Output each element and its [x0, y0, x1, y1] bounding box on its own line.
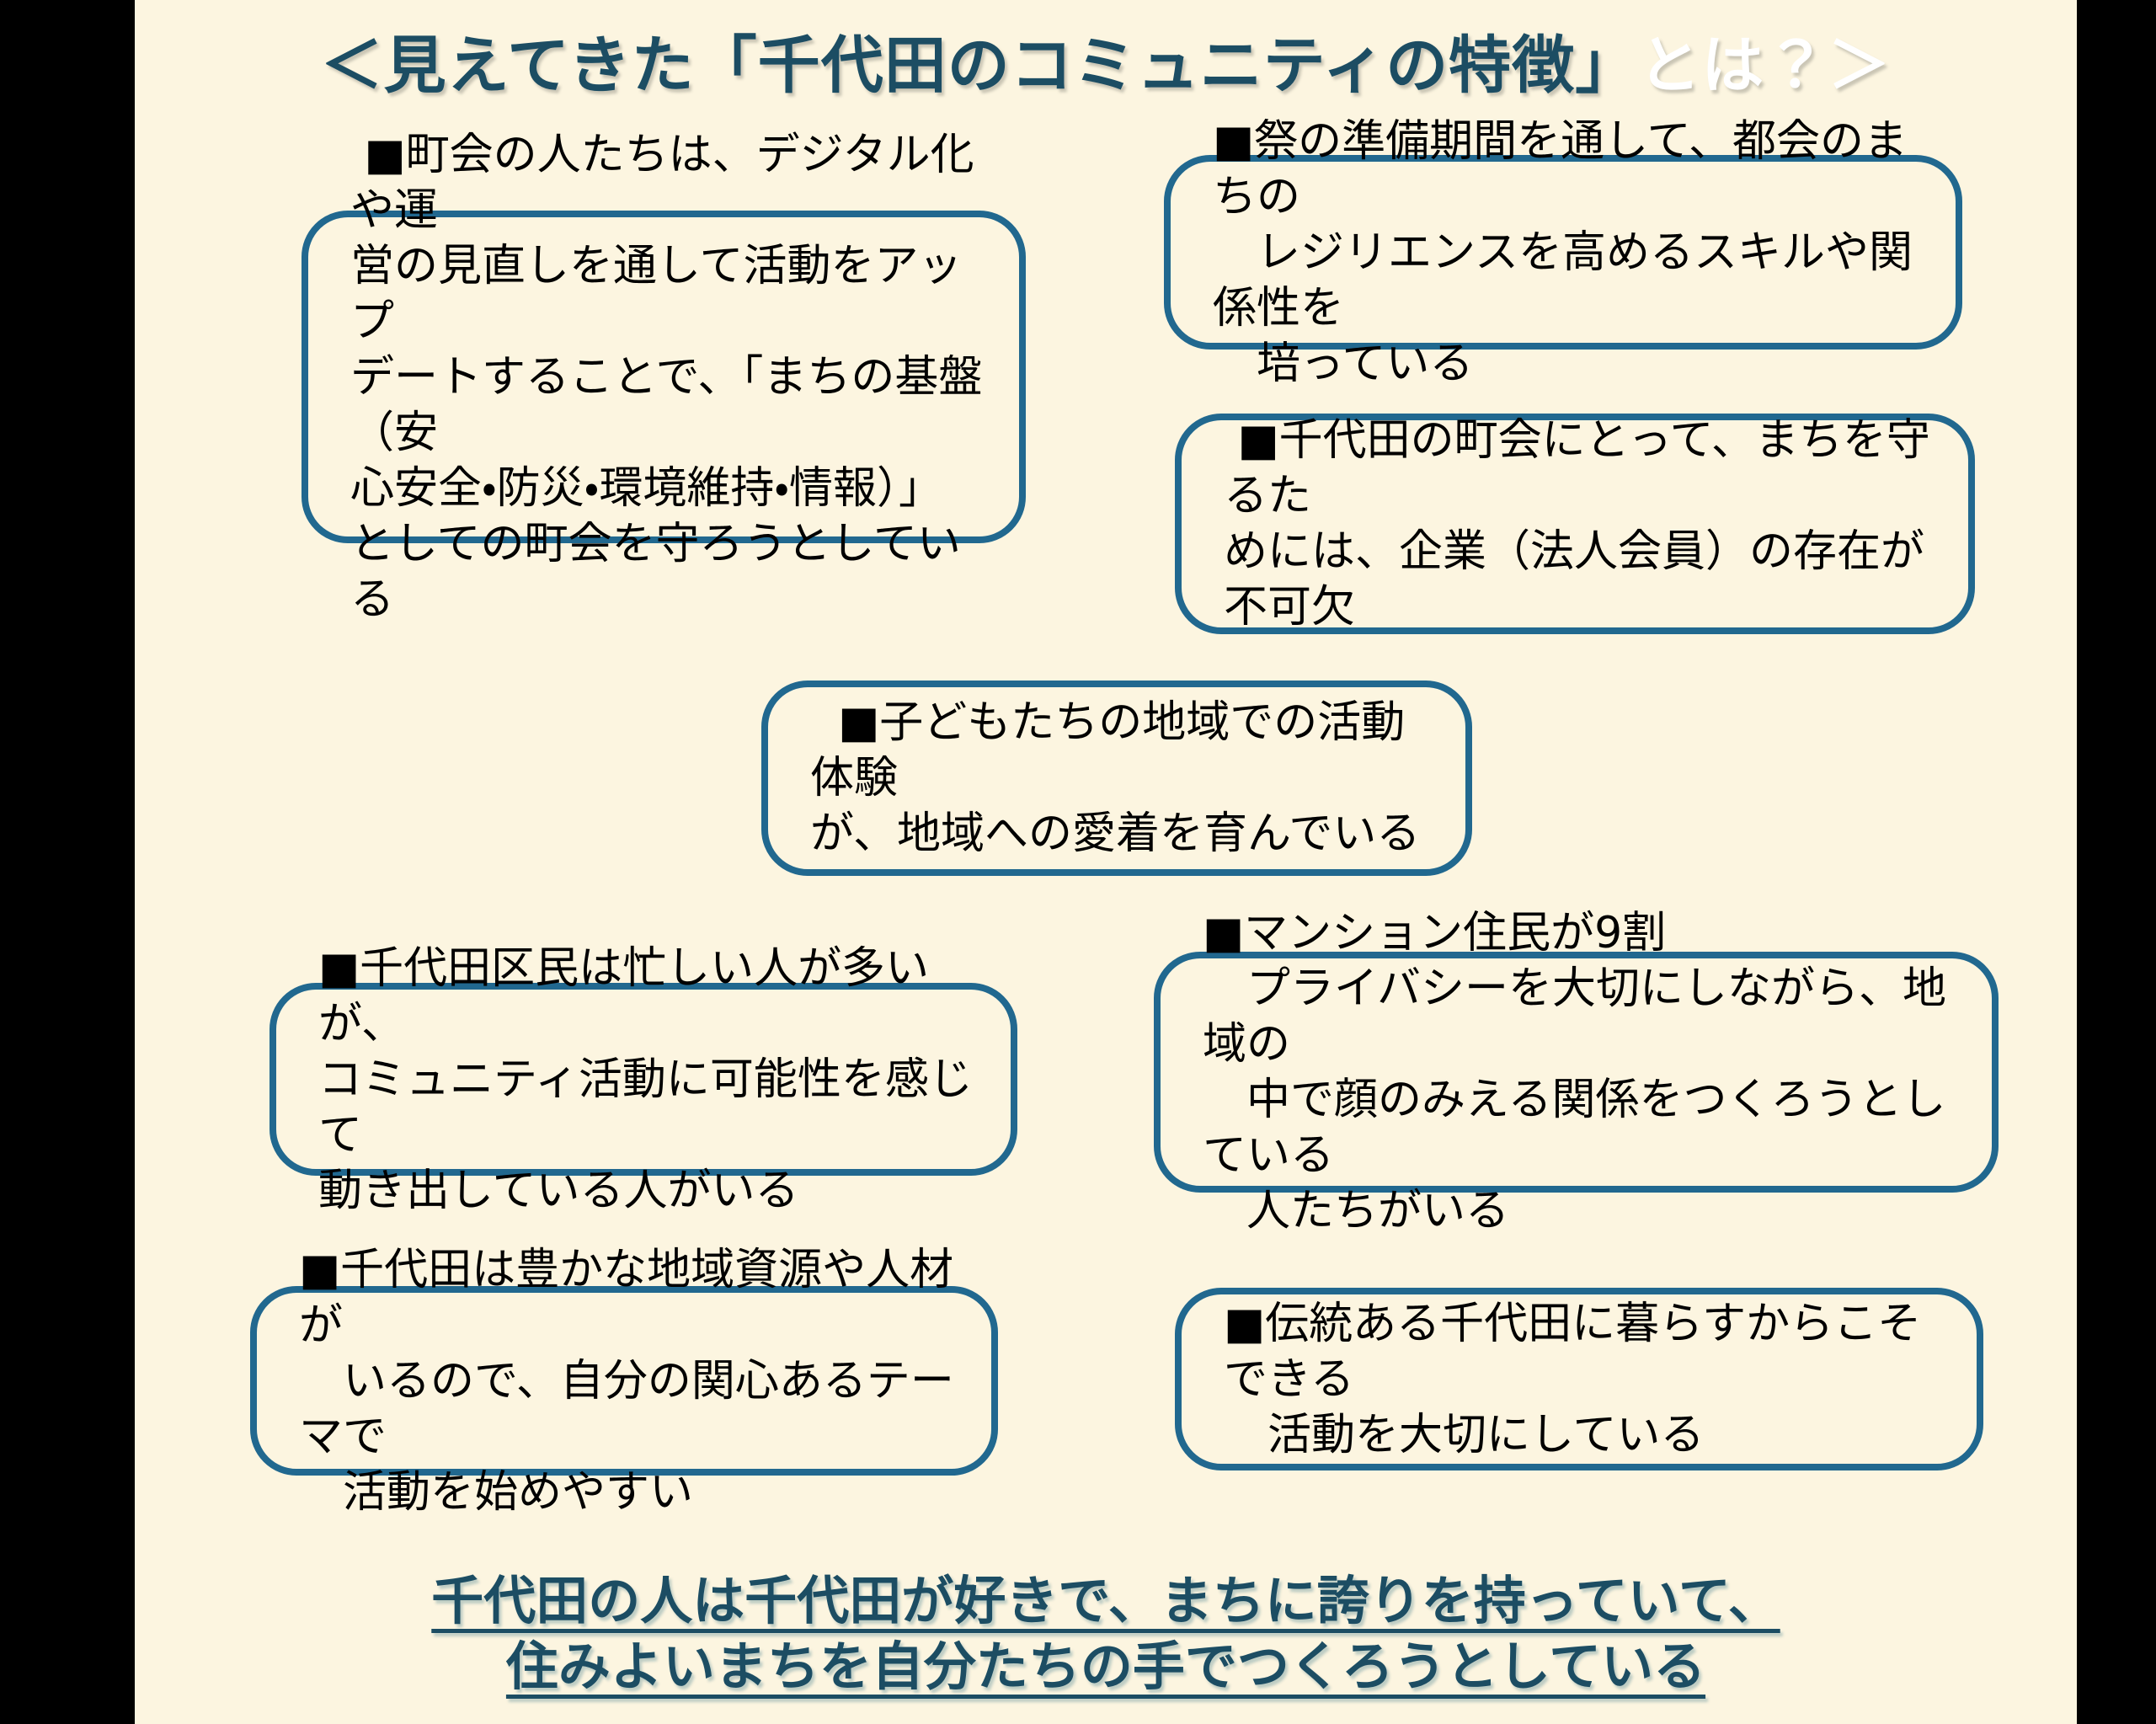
- slide-title: ＜見えてきた「千代田のコミュニティの特徴」とは？＞: [135, 15, 2077, 105]
- feature-box-text: ■千代田の町会にとって、まちを守るた めには、企業（法人会員）の存在が 不可欠: [1224, 415, 1930, 632]
- feature-box-chiiki-shigen: ■千代田は豊かな地域資源や人材が いるので、自分の関心あるテーマで 活動を始めや…: [250, 1245, 998, 1518]
- conclusion-line-1: 千代田の人は千代田が好きで、まちに誇りを持っていて、: [431, 1570, 1780, 1631]
- feature-box-dento-katsudo: ■伝統ある千代田に暮らすからこそできる 活動を大切にしている: [1175, 1288, 1983, 1470]
- slide-title-main: ＜見えてきた「千代田のコミュニティの特徴」: [320, 29, 1639, 102]
- slide-title-highlight: とは？＞: [1638, 29, 1892, 102]
- feature-box-matsuri-resilience: ■祭の準備期間を通して、都会のまちの レジリエンスを高めるスキルや関係性を 培っ…: [1164, 116, 1962, 389]
- letterbox-right: [2077, 0, 2156, 1724]
- feature-box-text: ■伝統ある千代田に暮らすからこそできる 活動を大切にしている: [1224, 1298, 1922, 1460]
- feature-box-kumin-kanousei: ■千代田区民は忙しい人が多いが、 コミュニティ活動に可能性を感じて 動き出してい…: [270, 943, 1017, 1216]
- feature-box-text: ■町会の人たちは、デジタル化や運 営の見直しを通して活動をアップ デートすること…: [350, 129, 983, 625]
- slide: ＜見えてきた「千代田のコミュニティの特徴」とは？＞ ■町会の人たちは、デジタル化…: [135, 0, 2077, 1724]
- feature-box-kigyo-hojin: ■千代田の町会にとって、まちを守るた めには、企業（法人会員）の存在が 不可欠: [1175, 414, 1975, 634]
- feature-box-text: ■子どもたちの地域での活動体験 が、地域への愛着を育んでいる: [810, 697, 1421, 859]
- conclusion: 千代田の人は千代田が好きで、まちに誇りを持っていて、 住みよいまちを自分たちの手…: [135, 1568, 2077, 1700]
- feature-box-text: ■マンション住民が9割 プライバシーを大切にしながら、地域の 中で顔のみえる関係…: [1203, 908, 1946, 1236]
- feature-box-text: ■千代田は豊かな地域資源や人材が いるので、自分の関心あるテーマで 活動を始めや…: [299, 1244, 954, 1518]
- conclusion-row: 住みよいまちを自分たちの手でつくろうとしている: [135, 1634, 2077, 1700]
- conclusion-row: 千代田の人は千代田が好きで、まちに誇りを持っていて、: [135, 1568, 2077, 1634]
- feature-box-text: ■千代田区民は忙しい人が多いが、 コミュニティ活動に可能性を感じて 動き出してい…: [318, 942, 973, 1216]
- feature-box-mansion-jumin: ■マンション住民が9割 プライバシーを大切にしながら、地域の 中で顔のみえる関係…: [1154, 908, 1999, 1236]
- feature-box-text: ■祭の準備期間を通して、都会のまちの レジリエンスを高めるスキルや関係性を 培っ…: [1213, 115, 1913, 389]
- feature-box-kodomo-aichaku: ■子どもたちの地域での活動体験 が、地域への愛着を育んでいる: [761, 681, 1472, 876]
- conclusion-line-2: 住みよいまちを自分たちの手でつくろうとしている: [505, 1636, 1706, 1697]
- letterbox-left: [0, 0, 135, 1724]
- feature-box-chokai-update: ■町会の人たちは、デジタル化や運 営の見直しを通して活動をアップ デートすること…: [302, 130, 1026, 625]
